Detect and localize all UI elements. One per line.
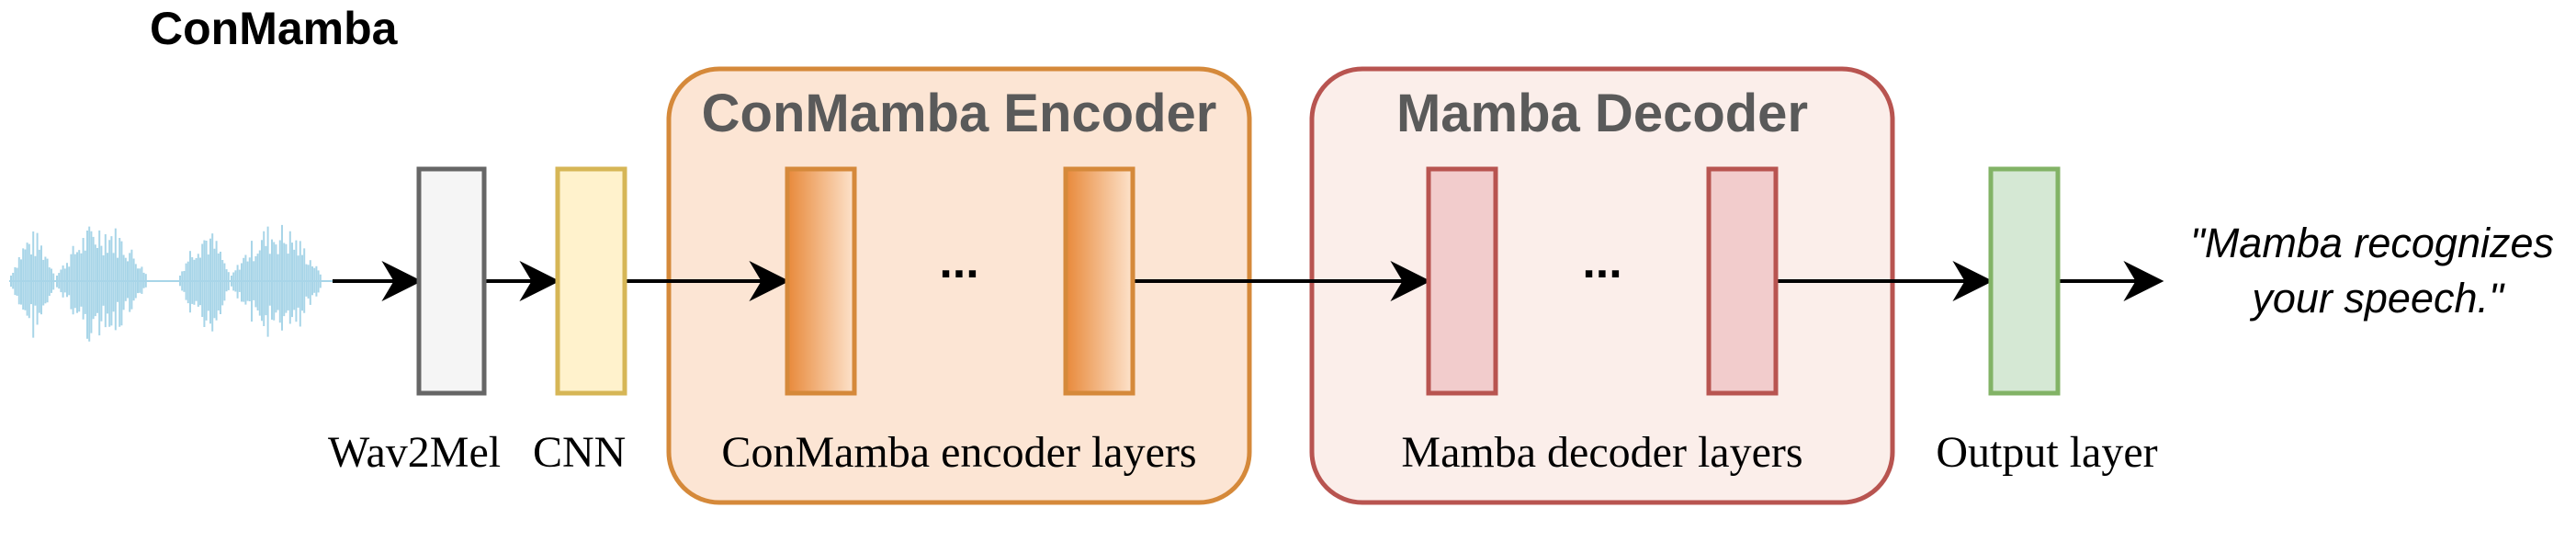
decoder-group-caption: Mamba decoder layers	[1401, 428, 1802, 477]
wav2mel-label: Wav2Mel	[328, 428, 501, 477]
decoder-group-title: Mamba Decoder	[1396, 84, 1808, 143]
encoder-group-title: ConMamba Encoder	[702, 84, 1217, 143]
ellipsis-icon: ...	[1582, 235, 1621, 288]
output-transcript-line2: your speech."	[2249, 275, 2505, 322]
encoder-layer-last	[1063, 166, 1135, 396]
output-layer-label: Output layer	[1936, 428, 2157, 477]
decoder-layer-first	[1426, 166, 1498, 396]
ellipsis-icon: ...	[939, 235, 978, 288]
diagram-title: ConMamba	[150, 3, 399, 54]
wav2mel-block	[416, 166, 487, 396]
cnn-block	[555, 166, 627, 396]
encoder-group-caption: ConMamba encoder layers	[721, 428, 1196, 477]
cnn-label: CNN	[533, 428, 626, 477]
audio-waveform-icon	[9, 224, 345, 342]
output-layer-block	[1988, 166, 2061, 396]
output-transcript-line1: "Mamba recognizes	[2190, 220, 2554, 266]
encoder-layer-first	[785, 166, 857, 396]
decoder-layer-last	[1706, 166, 1779, 396]
